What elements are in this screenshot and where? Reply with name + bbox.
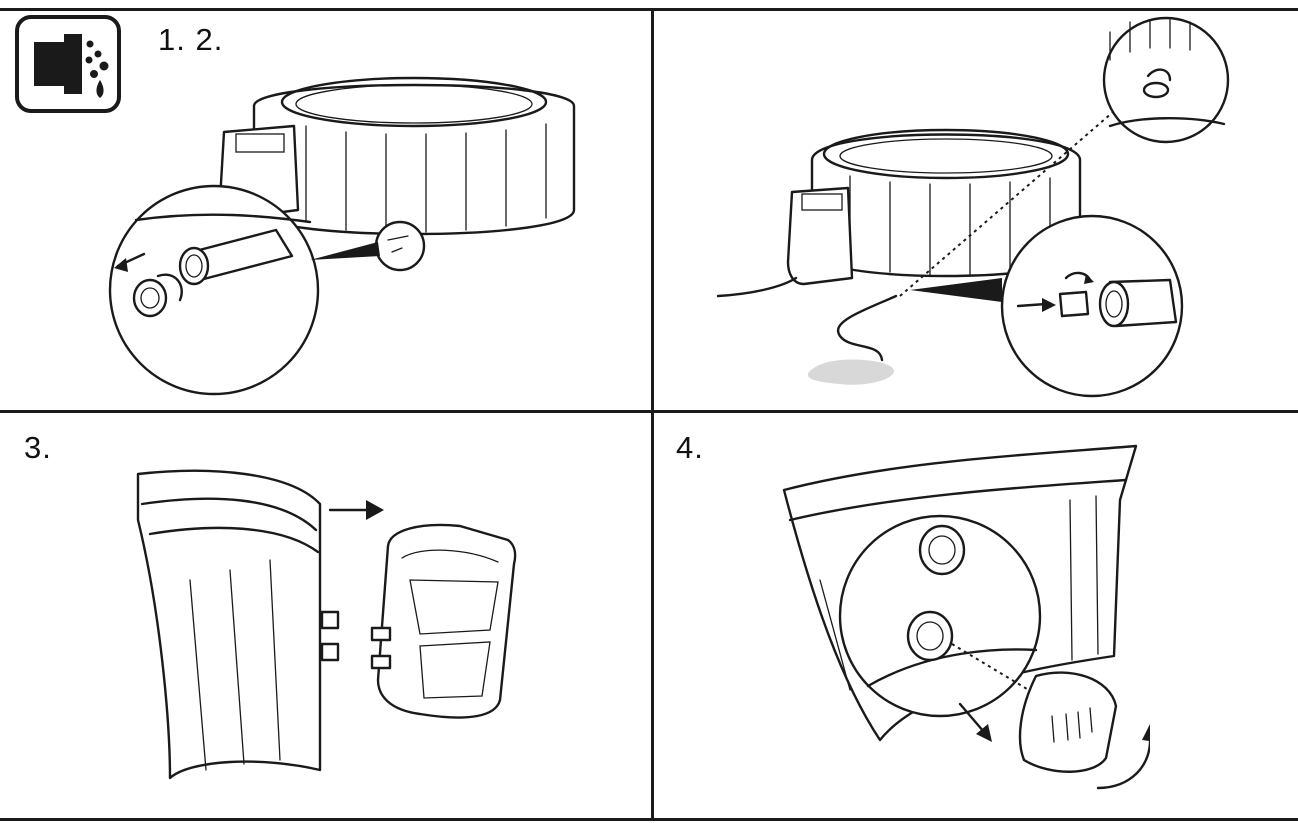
vertical-divider [651, 8, 654, 821]
bottom-border [0, 818, 1298, 821]
panel-remove-connector-cap [780, 440, 1150, 810]
top-border [0, 8, 1298, 11]
step-label-1-2: 1. 2. [158, 22, 223, 58]
panel-spa-hose-drain [700, 16, 1280, 406]
step-label-3: 3. [24, 430, 52, 466]
panel-detach-pump [120, 460, 640, 800]
panel-spa-drain-cap [96, 60, 616, 400]
middle-divider [0, 410, 1298, 413]
step-label-4: 4. [676, 430, 704, 466]
